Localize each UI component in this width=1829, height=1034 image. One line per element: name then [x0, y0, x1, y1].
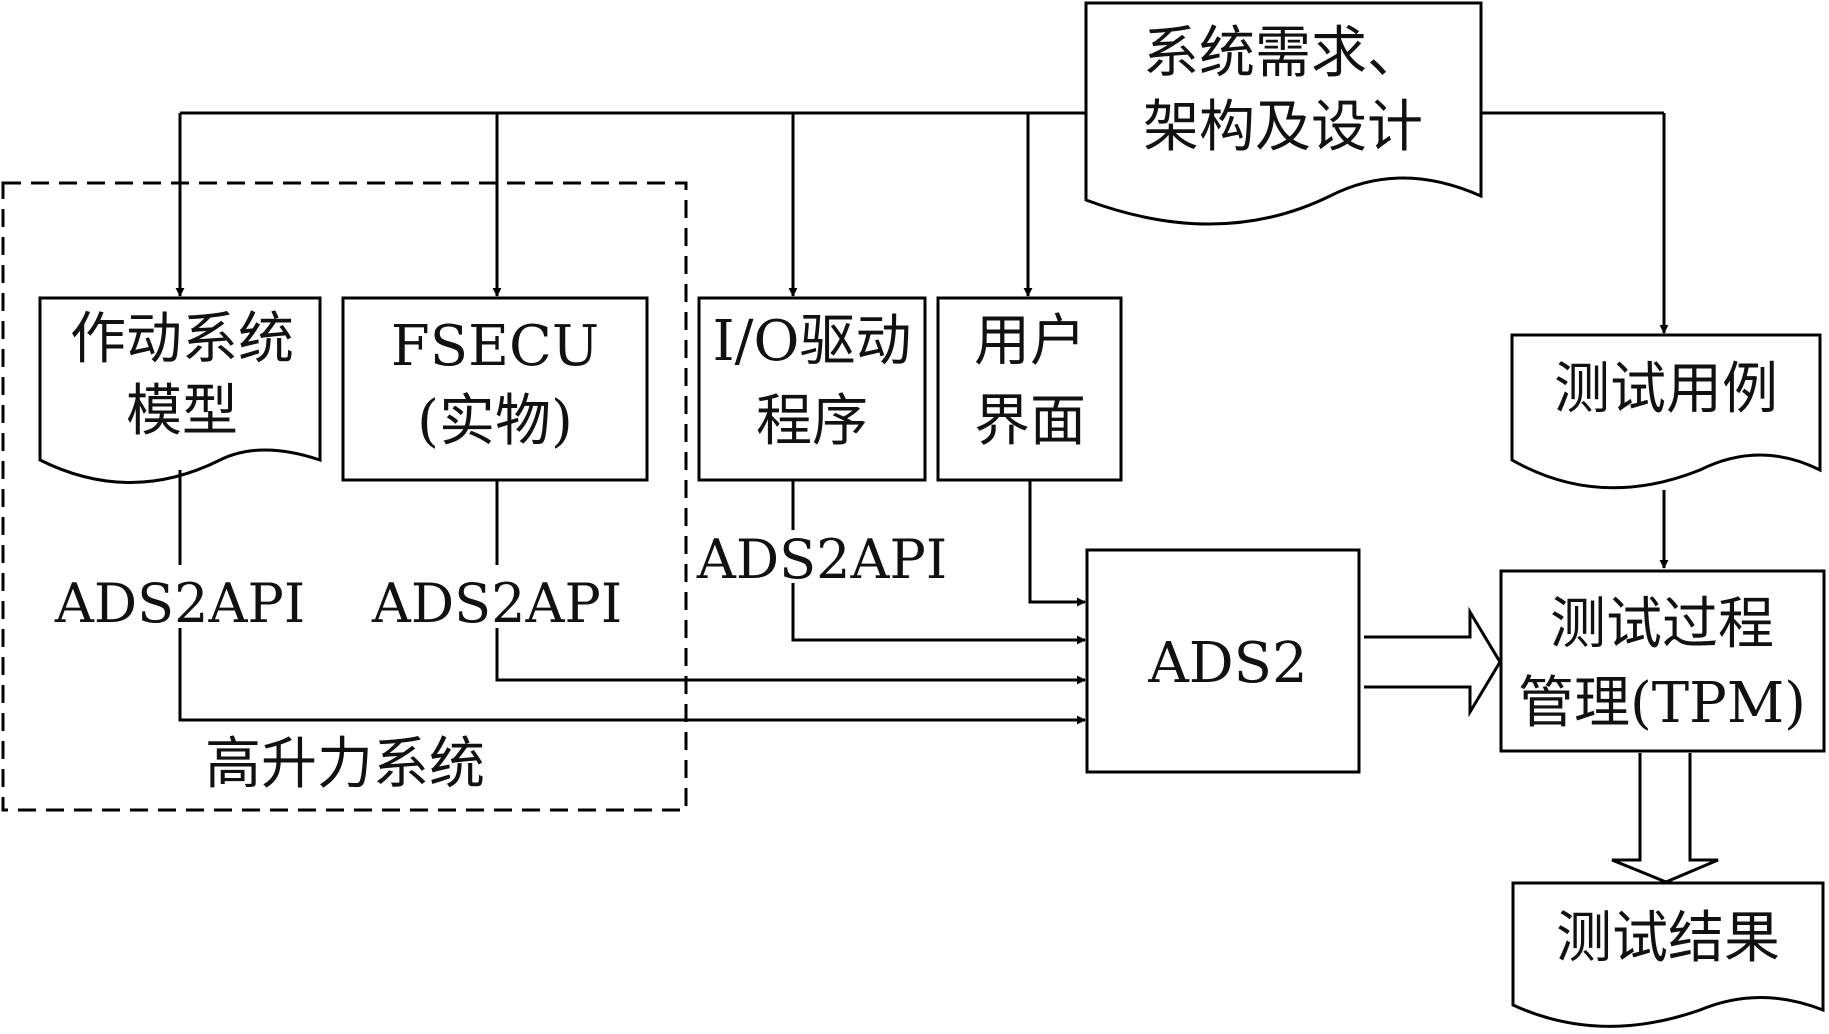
tpm-line2: 管理(TPM) — [1518, 671, 1806, 736]
actuator-model-line2: 模型 — [126, 379, 238, 444]
ads2-label: ADS2 — [1147, 631, 1307, 696]
io-driver-line1: I/O驱动 — [713, 309, 912, 374]
requirements-document — [1084, 1, 1483, 226]
user-interface-box — [936, 296, 1123, 482]
api-label-io: ADS2API — [696, 528, 947, 591]
fsecu-line1: FSECU — [391, 314, 599, 379]
test-results-document — [1511, 881, 1825, 1028]
fsecu-line2: (实物) — [417, 389, 573, 454]
high-lift-system-label: 高升力系统 — [205, 732, 485, 797]
user-interface-line1: 用户 — [974, 309, 1086, 374]
test-cases-label: 测试用例 — [1554, 357, 1778, 422]
test-cases-document — [1510, 333, 1822, 490]
actuator-model-document — [38, 296, 322, 484]
requirements-distribution — [175, 111, 1669, 334]
ads2-box — [1085, 548, 1361, 774]
io-driver-line2: 程序 — [756, 389, 868, 454]
ads2-input-links — [178, 470, 1086, 725]
user-interface-line2: 界面 — [974, 389, 1086, 454]
fsecu-box — [341, 296, 649, 482]
api-label-fsecu: ADS2API — [371, 572, 622, 635]
test-results-label: 测试结果 — [1556, 906, 1780, 971]
tpm-line1: 测试过程 — [1550, 592, 1774, 657]
api-label-actuator: ADS2API — [54, 572, 305, 635]
actuator-model-line1: 作动系统 — [70, 307, 294, 372]
requirements-line2: 架构及设计 — [1143, 95, 1423, 160]
tpm-to-results-hollow-arrow — [1611, 753, 1719, 884]
ads2-to-tpm-hollow-arrow — [1364, 606, 1502, 718]
requirements-line1: 系统需求、 — [1143, 21, 1423, 86]
high-lift-system-group — [1, 181, 688, 812]
io-driver-box — [697, 296, 927, 482]
